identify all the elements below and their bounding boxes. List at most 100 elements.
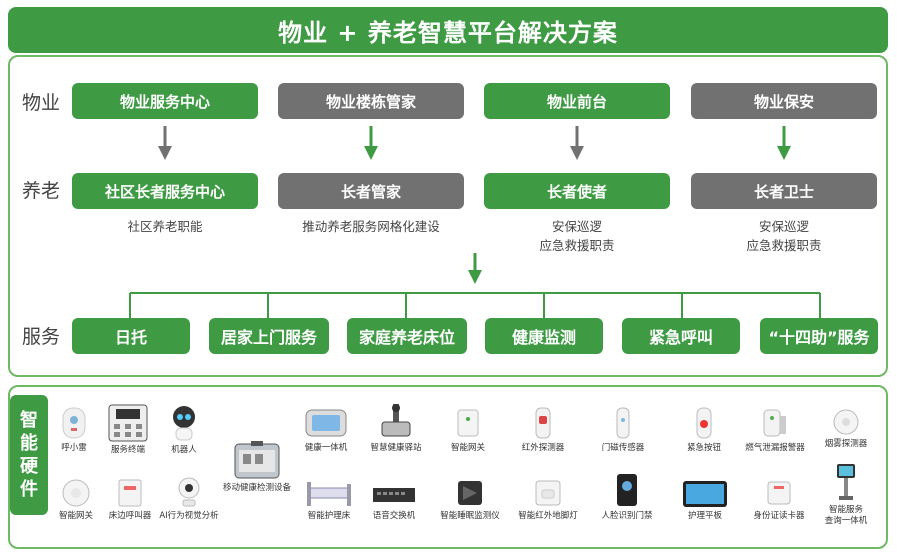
desc-line: 社区养老职能 [127,219,203,234]
desc-col-4: 安保巡逻 应急救援职责 [691,217,877,255]
device-label: 服务终端 [110,445,145,455]
device-item: 服务终端 [100,404,156,456]
arrow-3 [570,126,584,160]
nursing-bed-icon [305,478,353,508]
property-building-steward-box: 物业楼栋管家 [278,83,464,119]
voice-switch-icon [372,480,416,508]
id-card-reader-icon [764,478,794,508]
connector-arrows [129,126,821,320]
device-label: 门磁传感器 [601,443,645,453]
property-service-center-box: 物业服务中心 [72,83,258,119]
page-title: 物业 + 养老智慧平台解决方案 [8,7,888,53]
device-label: 智能服务 [828,505,863,515]
desc-col-3: 安保巡逻 应急救援职责 [484,217,670,255]
device-label: 紧急按钮 [686,443,721,453]
desc-col-1: 社区养老职能 [72,217,258,236]
device-label: 身份证读卡器 [753,511,805,521]
hardware-panel [8,385,888,549]
device-label: 智慧健康驿站 [370,443,422,453]
device-item: 呼小雷 [52,406,96,454]
call-device-icon [60,406,88,440]
device-item: 红外探测器 [518,406,568,454]
property-security-box: 物业保安 [691,83,877,119]
row-label-service: 服务 [22,326,61,348]
device-item: 智能睡眠监测仪 [434,478,506,522]
elder-steward-box: 长者管家 [278,173,464,209]
device-item: 护理平板 [676,480,734,522]
emergency-button-icon [694,406,714,440]
device-label: 床边呼叫器 [108,511,152,521]
device-item: 床边呼叫器 [106,478,154,522]
desc-col-2: 推动养老服务网格化建设 [278,217,464,236]
kiosk-icon [834,462,858,502]
device-item: 语音交换机 [366,480,422,522]
hardware-label-char: 智 [20,410,38,431]
device-label: 语音交换机 [372,511,416,521]
device-item: 智能红外地脚灯 [512,478,584,522]
service-emergency-call: 紧急呼叫 [622,318,740,354]
bedside-caller-icon [116,478,144,508]
gas-alarm-icon [760,406,790,440]
device-item: 烟雾探测器 [818,408,874,450]
robot-icon [169,404,199,442]
face-recognition-icon [615,472,639,508]
gateway-round-icon [61,478,91,508]
desc-line: 安保巡逻 [758,219,809,234]
hardware-label-char: 能 [20,433,38,454]
mobile-health-kit-icon [233,440,281,480]
camera-icon [175,476,203,508]
infrared-detector-icon [533,406,553,440]
property-front-desk-box: 物业前台 [484,83,670,119]
gateway-icon [454,406,482,440]
service-day-care: 日托 [72,318,190,354]
device-item: 门磁传感器 [598,406,648,454]
smoke-detector-icon [832,408,860,436]
health-station-icon [378,402,414,440]
row-label-property: 物业 [22,92,61,114]
device-item: 智能网关 [54,478,98,522]
desc-line: 安保巡逻 [551,219,602,234]
device-label: 烟雾探测器 [824,439,868,449]
device-label: 护理平板 [687,511,722,521]
service-fourteen-help: “十四助”服务 [760,318,878,354]
device-label: 查询一体机 [824,516,868,526]
device-label: 人脸识别门禁 [601,511,653,521]
device-label: 呼小雷 [61,443,87,453]
bracket-lines [129,292,821,320]
device-item: 身份证读卡器 [748,478,810,522]
device-item: 智能网关 [446,406,490,454]
device-item: 智能护理床 [300,478,358,522]
desc-line: 应急救援职责 [539,238,615,253]
arrow-4 [777,126,791,160]
nursing-tablet-icon [682,480,728,508]
service-terminal-icon [108,404,148,442]
device-label: 智能睡眠监测仪 [440,511,500,521]
device-item: 健康一体机 [300,406,352,454]
service-home-visit: 居家上门服务 [209,318,329,354]
elder-guard-box: 长者卫士 [691,173,877,209]
device-label: 健康一体机 [304,443,348,453]
device-label: 机器人 [171,445,197,455]
night-light-icon [533,478,563,508]
device-label: AI行为视觉分析 [159,511,219,521]
sleep-monitor-icon [455,478,485,508]
hardware-label-char: 件 [20,479,38,500]
desc-line: 应急救援职责 [746,238,822,253]
device-item: 机器人 [162,404,206,456]
hardware-label-text: 智能硬件 [20,409,38,501]
device-item: 智慧健康驿站 [366,402,426,454]
device-item: 紧急按钮 [680,406,728,454]
device-label: 智能护理床 [307,511,351,521]
device-label: 智能红外地脚灯 [518,511,578,521]
arrow-center [468,253,482,284]
arrow-1 [158,126,172,160]
elder-envoy-box: 长者使者 [484,173,670,209]
device-label: 红外探测器 [521,443,565,453]
device-label: 智能网关 [450,443,485,453]
arrow-2 [364,126,378,160]
device-item: 燃气泄漏报警器 [744,406,806,454]
service-health-monitor: 健康监测 [485,318,603,354]
device-item: AI行为视觉分析 [156,476,222,522]
device-item: 人脸识别门禁 [596,472,658,522]
service-family-bed: 家庭养老床位 [347,318,467,354]
